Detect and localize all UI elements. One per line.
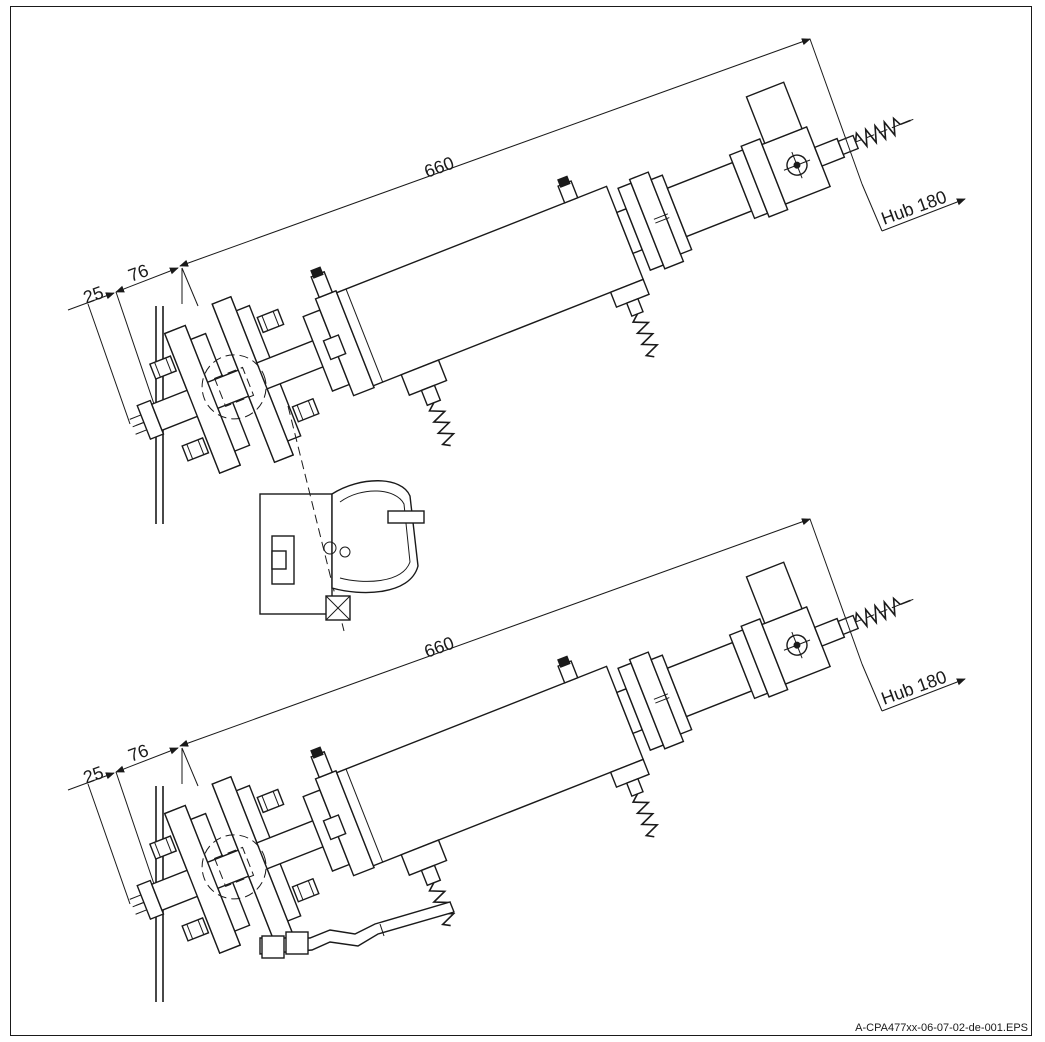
- upper-assembly-view: 660 76 25 Hub 180: [67, 37, 968, 632]
- file-reference: A-CPA477xx-06-07-02-de-001.EPS: [855, 1022, 1028, 1034]
- upper-dim-76: 76: [126, 260, 152, 286]
- drawing-canvas: 660 76 25 Hub 180 660: [10, 6, 1032, 1036]
- lower-dim-76: 76: [126, 740, 152, 766]
- lower-support-bar: [259, 901, 455, 959]
- drawing-border: [10, 6, 1032, 1036]
- lower-dimensions: [67, 518, 966, 905]
- lower-dim-660: 660: [422, 633, 457, 662]
- lower-stroke-label: Hub 180: [879, 667, 950, 709]
- upper-dim-660: 660: [422, 153, 457, 182]
- upper-stroke-label: Hub 180: [879, 187, 950, 229]
- lower-assembly-view: 660 76 25 Hub 180: [67, 517, 968, 1033]
- upper-dimensions: [67, 38, 966, 425]
